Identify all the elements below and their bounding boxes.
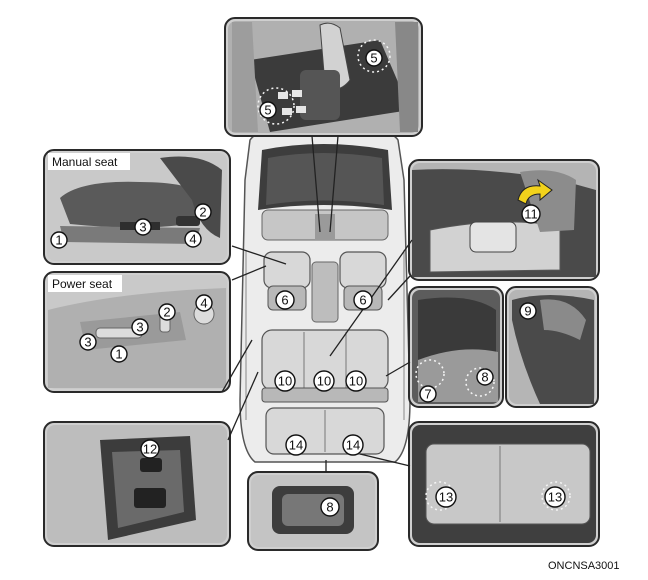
callout-label: 13 — [548, 490, 562, 505]
callout-label: 4 — [189, 232, 196, 247]
callout-11: 11 — [521, 204, 541, 224]
callout-label: 12 — [143, 442, 157, 457]
callout-label: 14 — [346, 438, 360, 453]
callout-label: 8 — [481, 370, 488, 385]
callout-8-side: 8 — [476, 368, 494, 386]
callout-label: 3 — [139, 220, 146, 235]
callout-4-power: 4 — [195, 294, 213, 312]
callout-6-left: 6 — [275, 290, 295, 310]
callout-13-right: 13 — [544, 486, 566, 508]
bottom-switch-panel — [247, 471, 379, 551]
callout-10-left: 10 — [274, 370, 296, 392]
callout-label: 2 — [163, 305, 170, 320]
callout-label: 7 — [424, 387, 431, 402]
callout-9: 9 — [519, 302, 537, 320]
callout-label: 5 — [370, 51, 377, 66]
callout-10-center: 10 — [313, 370, 335, 392]
callout-2-manual: 2 — [194, 203, 212, 221]
callout-label: 10 — [278, 374, 292, 389]
callout-4-manual: 4 — [184, 230, 202, 248]
callout-3-power-left: 3 — [79, 333, 97, 351]
manual-seat-label: Manual seat — [52, 155, 118, 169]
callout-8-bottom: 8 — [320, 497, 340, 517]
shifter-panel — [224, 17, 423, 137]
callout-label: 9 — [524, 304, 531, 319]
callout-label: 1 — [55, 233, 62, 248]
callout-label: 13 — [439, 490, 453, 505]
callout-6-right: 6 — [353, 290, 373, 310]
callout-14-right: 14 — [342, 434, 364, 456]
callout-label: 14 — [289, 438, 303, 453]
callout-5-top-left: 5 — [259, 101, 277, 119]
callout-2-power: 2 — [158, 303, 176, 321]
callout-label: 10 — [349, 374, 363, 389]
callout-1-manual: 1 — [50, 231, 68, 249]
callout-3-power-right: 3 — [131, 318, 149, 336]
callout-12: 12 — [140, 439, 160, 459]
car-top-view — [239, 123, 411, 463]
callout-label: 8 — [326, 500, 333, 515]
figure-code: ONCNSA3001 — [548, 560, 620, 572]
door-switch-panel — [43, 421, 231, 547]
callout-label: 3 — [136, 320, 143, 335]
callout-label: 10 — [317, 374, 331, 389]
callout-14-left: 14 — [285, 434, 307, 456]
armrest-panel — [408, 159, 600, 281]
manual-seat-label-box: Manual seat — [48, 153, 130, 170]
callout-5-top-right: 5 — [365, 49, 383, 67]
shifter-buttons — [278, 90, 306, 115]
callout-label: 6 — [281, 293, 288, 308]
callout-3-manual: 3 — [134, 218, 152, 236]
callout-7: 7 — [419, 385, 437, 403]
callout-label: 6 — [359, 293, 366, 308]
callout-1-power: 1 — [110, 345, 128, 363]
callout-label: 1 — [115, 347, 122, 362]
callout-label: 4 — [200, 296, 207, 311]
callout-label: 2 — [199, 205, 206, 220]
callout-10-right: 10 — [345, 370, 367, 392]
callout-label: 11 — [524, 207, 538, 222]
callout-label: 5 — [264, 103, 271, 118]
cargo-panel — [408, 421, 600, 547]
power-seat-label-box: Power seat — [48, 275, 122, 292]
power-seat-label: Power seat — [52, 277, 113, 291]
callout-label: 3 — [84, 335, 91, 350]
third-row-side-panel — [505, 286, 599, 408]
callout-13-left: 13 — [435, 486, 457, 508]
manual-seat-panel — [43, 149, 231, 265]
